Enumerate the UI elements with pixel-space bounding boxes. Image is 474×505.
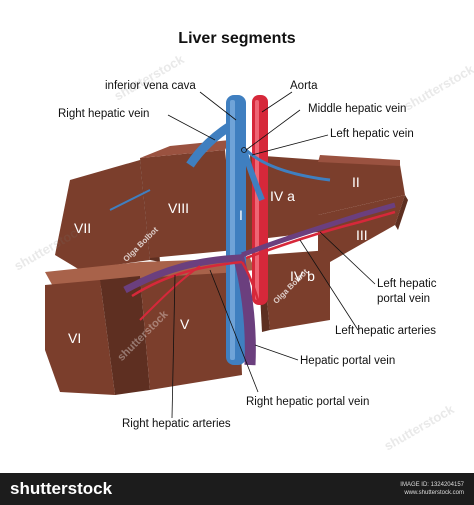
leader-lines — [167, 91, 376, 419]
segment-vii-shape — [55, 160, 150, 270]
aorta-highlight — [255, 100, 259, 300]
segment-label-ii: II — [352, 174, 360, 190]
segment-iii-shape — [318, 195, 405, 262]
leader-ivc — [199, 91, 237, 121]
label-right-hepatic-vein: Right hepatic vein — [58, 108, 150, 120]
label-left-hepatic-vein: Left hepatic vein — [330, 128, 414, 140]
footer-site-url[interactable]: www.shutterstock.com — [404, 490, 464, 496]
label-left-hepatic-portal-vein-line2: portal vein — [377, 293, 431, 305]
label-right-hepatic-portal-vein: Right hepatic portal vein — [246, 396, 370, 408]
ivc-vessel — [226, 95, 246, 365]
leader-lhv — [251, 134, 329, 156]
label-aorta: Aorta — [290, 80, 318, 92]
label-inferior-vena-cava: inferior vena cava — [105, 80, 196, 92]
segment-label-vi: VI — [68, 330, 82, 346]
leader-mhv-dot — [241, 147, 247, 153]
diagram-title: Liver segments — [178, 30, 296, 47]
label-left-hepatic-portal-vein-line1: Left hepatic — [377, 278, 437, 290]
segment-vi-shape — [45, 280, 115, 395]
leader-lhpv — [319, 231, 376, 285]
segment-iii-face — [395, 195, 408, 230]
segment-ii-edge — [318, 155, 400, 166]
segment-viii-shape — [140, 150, 235, 258]
ivc-highlight — [230, 100, 235, 360]
right-hepatic-artery-branch — [139, 265, 201, 321]
label-right-hepatic-arteries: Right hepatic arteries — [122, 418, 231, 430]
left-hepatic-artery-vessel — [245, 210, 396, 260]
segment-label-iii: III — [356, 227, 368, 243]
leader-rhpv — [209, 269, 259, 393]
hepatic-portal-vein-vessel — [232, 253, 256, 366]
segment-v-shape — [140, 270, 242, 390]
right-portal-vein-vessel — [123, 254, 241, 294]
right-hepatic-vein-branch — [109, 189, 151, 211]
leader-lha — [299, 239, 359, 331]
vessels — [109, 95, 396, 366]
left-hepatic-vein-vessel — [244, 148, 331, 182]
label-left-hepatic-arteries: Left hepatic arteries — [335, 325, 437, 337]
leader-mhv — [245, 109, 301, 151]
segment-label-v: V — [180, 316, 190, 332]
footer-bar: shutterstock IMAGE ID: 1324204157 www.sh… — [0, 473, 474, 505]
segment-label-vii: VII — [74, 220, 92, 236]
middle-hepatic-vein-vessel — [241, 149, 265, 202]
label-middle-hepatic-vein: Middle hepatic vein — [308, 103, 407, 115]
segment-label-i: I — [239, 207, 243, 223]
label-hepatic-portal-vein: Hepatic portal vein — [300, 355, 396, 367]
segment-label-iva: IV a — [270, 188, 295, 204]
right-hepatic-artery-vessel — [131, 260, 243, 298]
footer-brand-logo[interactable]: shutterstock — [10, 479, 113, 498]
segment-vi-side — [100, 276, 150, 395]
segment-label-viii: VIII — [168, 200, 190, 216]
segment-ii-shape — [318, 160, 405, 215]
leader-rhv — [167, 114, 216, 141]
common-hepatic-artery-vessel — [240, 261, 260, 301]
footer-image-id: IMAGE ID: 1324204157 — [400, 482, 464, 488]
segment-label-ivb: IV b — [290, 268, 315, 284]
left-portal-vein-vessel — [241, 202, 396, 258]
leader-aorta — [261, 91, 293, 113]
leader-rha — [171, 274, 176, 419]
leader-hpv — [254, 344, 299, 361]
segment-ivb-shape — [262, 250, 330, 330]
